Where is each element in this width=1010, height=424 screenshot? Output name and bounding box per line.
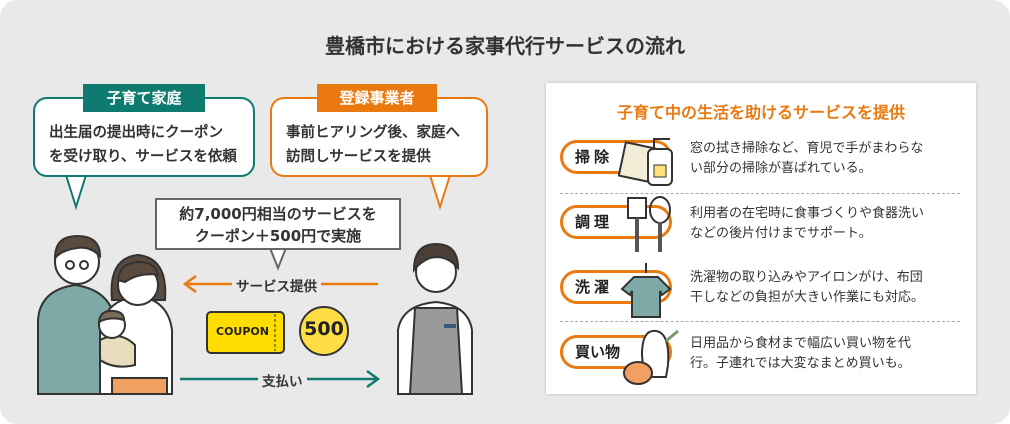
provider-bubble-tail bbox=[428, 174, 452, 211]
family-text-2: を受け取り、サービスを依頼 bbox=[49, 149, 237, 165]
center-note-line-2: クーポン＋500円で実施 bbox=[194, 227, 362, 245]
baby-illustration bbox=[97, 309, 136, 368]
service-shopping-desc: 日用品から食材まで幅広い買い物を代行。子連れでは大変なまとめ買いも。 bbox=[690, 334, 965, 374]
payment-arrow-label: 支払い bbox=[258, 370, 307, 390]
service-cleaning-desc-line-1: 窓の拭き掃除など、育児で手がまわらな bbox=[690, 141, 924, 156]
service-laundry-desc: 洗濯物の取り込みやアイロンがけ、布団干しなどの負担が大きい作業にも対応。 bbox=[690, 268, 965, 308]
cleaning-icon bbox=[618, 138, 673, 186]
coin-label: 500 bbox=[304, 318, 344, 340]
provider-text-1: 事前ヒアリング後、家庭へ bbox=[286, 125, 460, 141]
center-note: 約7,000円相当のサービスを クーポン＋500円で実施 bbox=[155, 198, 401, 250]
service-cooking-label: 調理 bbox=[560, 205, 672, 239]
service-cooking-desc-line-1: 利用者の在宅時に食事づくりや食器洗い bbox=[690, 206, 925, 221]
provider-label: 登録事業者 bbox=[317, 84, 437, 112]
service-arrow-label: サービス提供 bbox=[232, 275, 321, 295]
cooking-icon bbox=[627, 196, 671, 252]
family-bubble-tail bbox=[64, 174, 88, 211]
center-box-tail bbox=[268, 247, 288, 271]
panel-heading: 子育て中の生活を助けるサービスを提供 bbox=[616, 103, 905, 122]
service-laundry-desc-line-1: 洗濯物の取り込みやアイロンがけ、布団 bbox=[690, 270, 923, 285]
family-text-1: 出生届の提出時にクーポン bbox=[49, 125, 223, 141]
service-laundry-desc-line-2: 干しなどの負担が大きい作業にも対応。 bbox=[690, 290, 925, 305]
center-note-line-1: 約7,000円相当のサービスを bbox=[179, 205, 377, 223]
laundry-icon bbox=[620, 263, 672, 318]
page-title: 豊橋市における家事代行サービスの流れ bbox=[325, 34, 685, 58]
service-cleaning-desc-line-2: い部分の掃除が喜ばれている。 bbox=[690, 161, 872, 176]
provider-text-2: 訪問しサービスを提供 bbox=[286, 149, 431, 165]
service-cleaning-desc: 窓の拭き掃除など、育児で手がまわらない部分の掃除が喜ばれている。 bbox=[690, 139, 965, 179]
divider bbox=[560, 193, 960, 194]
shopping-icon bbox=[623, 329, 679, 385]
coin-icon bbox=[299, 306, 349, 356]
family-label: 子育て家庭 bbox=[83, 84, 205, 112]
coupon-icon bbox=[206, 311, 285, 354]
payment-arrow-head bbox=[366, 369, 381, 389]
flow-graphics bbox=[37, 174, 473, 395]
coupon-label: COUPON bbox=[216, 325, 269, 338]
service-cooking-desc: 利用者の在宅時に食事づくりや食器洗いなどの後片付けまでサポート。 bbox=[690, 204, 965, 244]
services-panel: 子育て中の生活を助けるサービスを提供 掃除 窓の拭き掃除など、育児で手がまわらな… bbox=[546, 83, 976, 394]
staff-illustration bbox=[397, 242, 473, 395]
father-illustration bbox=[37, 234, 116, 395]
divider bbox=[560, 321, 960, 322]
service-shopping-desc-line-1: 日用品から食材まで幅広い買い物を代 bbox=[690, 336, 912, 351]
service-cooking-desc-line-2: などの後片付けまでサポート。 bbox=[690, 226, 872, 241]
service-arrow-head bbox=[182, 274, 197, 294]
service-shopping-desc-line-2: 行。子連れでは大変なまとめ買いも。 bbox=[690, 356, 911, 371]
